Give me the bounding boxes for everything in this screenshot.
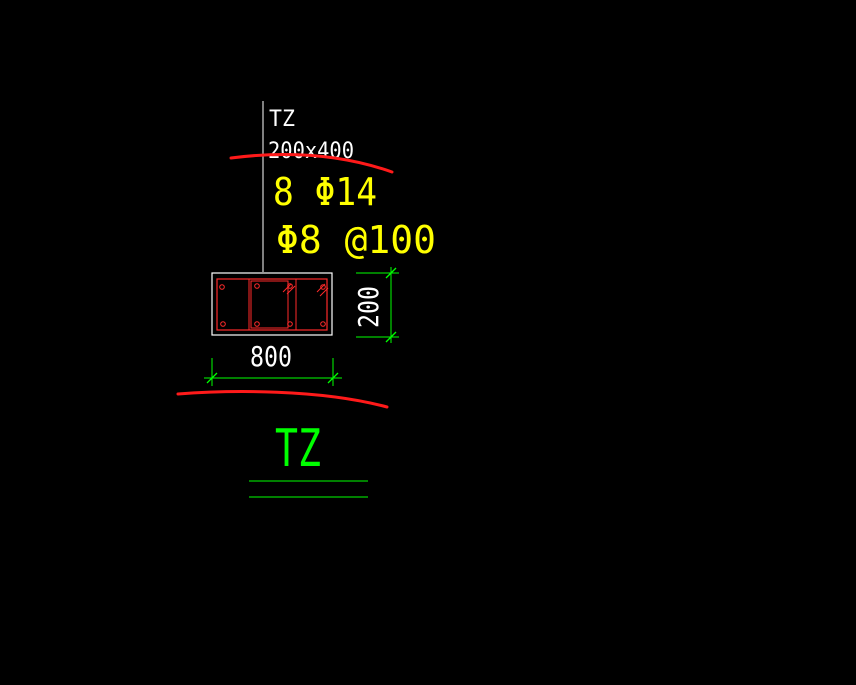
callout-main-bars-label: 8 Φ14 [273, 170, 377, 214]
section-title[interactable]: TZ [249, 419, 368, 498]
rebar [320, 321, 326, 327]
markup-underline-top [229, 152, 394, 174]
stirrup-hook-1 [282, 283, 292, 293]
rebar [287, 321, 293, 327]
width-tick-left [206, 372, 218, 384]
stirrup-outer [216, 278, 328, 331]
callout-stirrup-label: Φ8 @100 [276, 218, 436, 262]
markup-underline-bottom [176, 390, 389, 409]
width-dimension-label: 800 [250, 340, 292, 373]
rebar [220, 321, 226, 327]
rebar [254, 283, 260, 289]
callout-name-label: TZ [269, 107, 295, 132]
stirrup-hook-4 [319, 287, 329, 297]
width-dimension[interactable]: 800 [204, 340, 342, 386]
beam-section[interactable] [211, 272, 333, 336]
rebar [254, 321, 260, 327]
height-tick-top [385, 267, 397, 279]
stirrup-inner-left [250, 280, 289, 329]
height-tick-bottom [385, 331, 397, 343]
rebar [320, 284, 326, 290]
width-tick-right [327, 372, 339, 384]
height-dimension[interactable]: 200 [352, 267, 399, 343]
section-outline [211, 272, 333, 336]
rebar [287, 283, 293, 289]
rebar [219, 284, 225, 290]
stirrup-hook-2 [286, 285, 296, 295]
section-title-label: TZ [275, 419, 321, 479]
height-dimension-label: 200 [352, 286, 385, 328]
